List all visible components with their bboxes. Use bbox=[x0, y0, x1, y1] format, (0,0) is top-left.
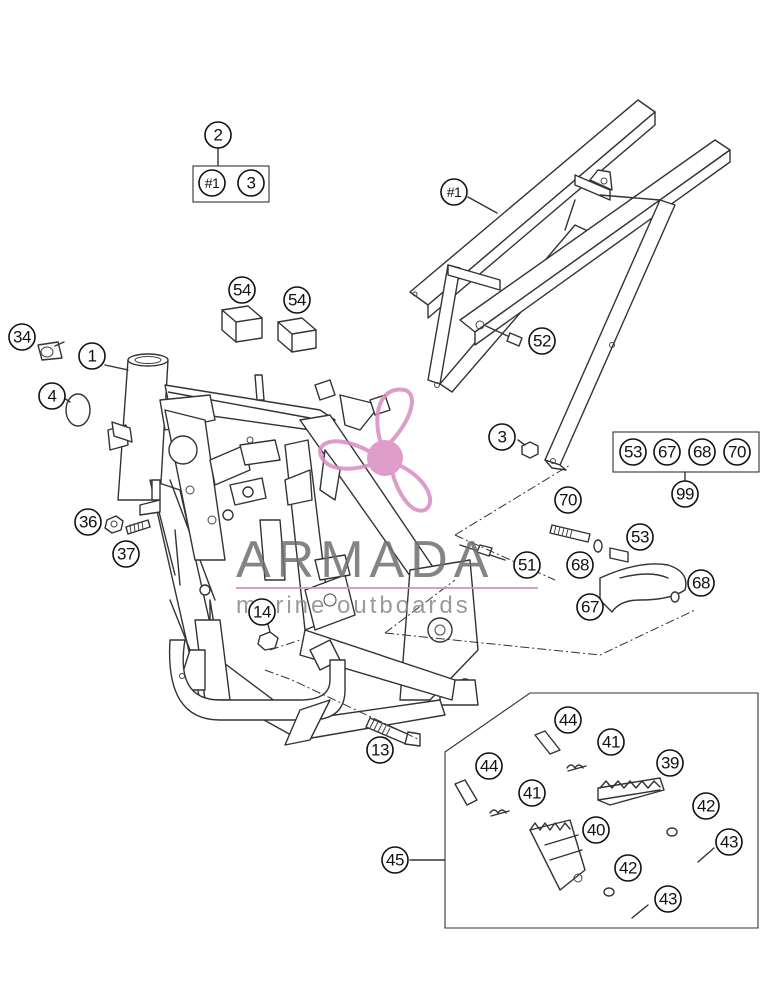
callout-68-right-label: 68 bbox=[692, 574, 710, 593]
loose-parts bbox=[37, 305, 687, 747]
callout-41b-label: 41 bbox=[523, 784, 541, 803]
subframe bbox=[409, 99, 731, 471]
callout-39-label: 39 bbox=[661, 754, 679, 773]
callout-41a-label: 41 bbox=[602, 733, 620, 752]
callout-39: 39 bbox=[656, 749, 684, 777]
callout-hash1-label: #1 bbox=[447, 184, 462, 200]
callout-53-label: 53 bbox=[631, 528, 649, 547]
callout-37: 37 bbox=[112, 540, 140, 568]
callout-4-label: 4 bbox=[48, 387, 57, 406]
callout-hash1: #1 bbox=[440, 178, 468, 206]
callout-34-label: 34 bbox=[13, 328, 31, 347]
callout-41a: 41 bbox=[597, 728, 625, 756]
callout-68: 68 bbox=[566, 551, 594, 579]
callout-68-right: 68 bbox=[687, 569, 715, 597]
callout-51-label: 51 bbox=[518, 556, 536, 575]
callout-53: 53 bbox=[626, 523, 654, 551]
callout-hash1-box-label: #1 bbox=[205, 175, 220, 191]
callout-67-box: 67 bbox=[653, 438, 681, 466]
callout-52-label: 52 bbox=[533, 332, 551, 351]
callout-53-box-label: 53 bbox=[624, 443, 642, 462]
callout-hash1-box: #1 bbox=[198, 169, 226, 197]
callout-52: 52 bbox=[528, 327, 556, 355]
callout-54b-label: 54 bbox=[288, 291, 306, 310]
callout-70-box: 70 bbox=[723, 438, 751, 466]
footpeg-box bbox=[409, 692, 759, 929]
callout-44b-label: 44 bbox=[480, 757, 498, 776]
callout-42b-label: 42 bbox=[619, 859, 637, 878]
callout-3-box: 3 bbox=[237, 169, 265, 197]
callout-54b: 54 bbox=[283, 286, 311, 314]
callout-43a: 43 bbox=[715, 828, 743, 856]
callout-14-label: 14 bbox=[253, 603, 271, 622]
callout-67-label: 67 bbox=[581, 598, 599, 617]
callout-1-label: 1 bbox=[88, 347, 97, 366]
callout-67-box-label: 67 bbox=[658, 443, 676, 462]
callout-43b-label: 43 bbox=[659, 890, 677, 909]
callout-68-box-label: 68 bbox=[693, 443, 711, 462]
callout-68-label: 68 bbox=[571, 556, 589, 575]
callout-44b: 44 bbox=[475, 752, 503, 780]
callout-36-label: 36 bbox=[79, 513, 97, 532]
callout-13-label: 13 bbox=[371, 741, 389, 760]
callout-99: 99 bbox=[671, 480, 699, 508]
callout-54a-label: 54 bbox=[233, 281, 251, 300]
watermark-title: ARMADA bbox=[236, 531, 494, 589]
callout-44a-label: 44 bbox=[559, 711, 577, 730]
callout-54a: 54 bbox=[228, 276, 256, 304]
armada-propeller-logo bbox=[317, 387, 432, 513]
callout-3: 3 bbox=[488, 423, 516, 451]
callout-70-label: 70 bbox=[559, 491, 577, 510]
callout-53-box: 53 bbox=[619, 438, 647, 466]
callout-51: 51 bbox=[513, 551, 541, 579]
callouts: 2 #1 3 #1 54 54 34 1 4 52 3 53 67 68 70 … bbox=[8, 121, 751, 913]
main-frame bbox=[107, 353, 479, 746]
callout-42a: 42 bbox=[692, 792, 720, 820]
callout-3-label: 3 bbox=[498, 428, 507, 447]
callout-40-label: 40 bbox=[587, 821, 605, 840]
callout-1: 1 bbox=[78, 342, 106, 370]
callout-43a-label: 43 bbox=[720, 833, 738, 852]
callout-45-label: 45 bbox=[386, 851, 404, 870]
callout-99-label: 99 bbox=[676, 485, 694, 504]
callout-70: 70 bbox=[554, 486, 582, 514]
callout-13: 13 bbox=[366, 736, 394, 764]
callout-42b: 42 bbox=[614, 854, 642, 882]
callout-36: 36 bbox=[74, 508, 102, 536]
callout-2: 2 bbox=[204, 121, 232, 149]
callout-45: 45 bbox=[381, 846, 409, 874]
callout-34: 34 bbox=[8, 323, 36, 351]
callout-14: 14 bbox=[248, 598, 276, 626]
callout-40: 40 bbox=[582, 816, 610, 844]
callout-43b: 43 bbox=[654, 885, 682, 913]
callout-68-box: 68 bbox=[688, 438, 716, 466]
callout-41b: 41 bbox=[518, 779, 546, 807]
callout-44a: 44 bbox=[554, 706, 582, 734]
callout-67: 67 bbox=[576, 593, 604, 621]
callout-3-box-label: 3 bbox=[247, 174, 256, 193]
callout-2-label: 2 bbox=[214, 126, 223, 145]
callout-42a-label: 42 bbox=[697, 797, 715, 816]
callout-70-box-label: 70 bbox=[728, 443, 746, 462]
callout-4: 4 bbox=[38, 382, 66, 410]
callout-37-label: 37 bbox=[117, 545, 135, 564]
